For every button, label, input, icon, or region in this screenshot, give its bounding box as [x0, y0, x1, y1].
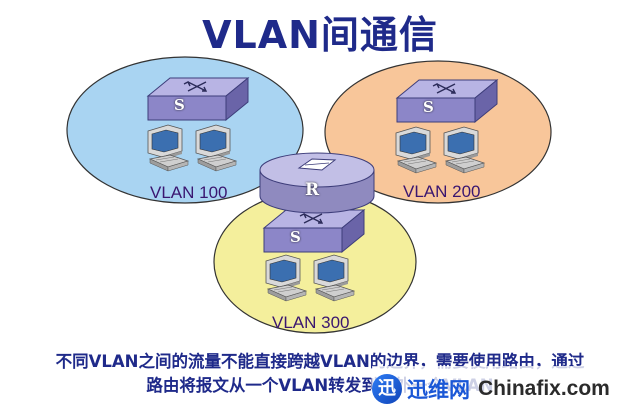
switch-letter: S	[290, 228, 301, 246]
watermark-site: Chinafix.com	[478, 377, 610, 400]
switch-icon	[263, 209, 365, 253]
switch-icon	[396, 79, 498, 123]
switch-letter: S	[174, 96, 185, 114]
switch-icon	[147, 77, 249, 121]
pc-icon	[147, 124, 189, 172]
pc-icon	[265, 254, 307, 302]
watermark: 迅 迅维网 Chinafix.com	[372, 366, 640, 412]
vlan-200-zone	[324, 60, 552, 204]
watermark-brand: 迅维网	[407, 378, 470, 402]
vlan-200-label: VLAN 200	[403, 182, 481, 201]
watermark-logo-icon: 迅	[372, 374, 402, 404]
pc-icon	[313, 254, 355, 302]
pc-icon	[443, 126, 485, 174]
pc-icon	[395, 126, 437, 174]
pc-icon	[195, 124, 237, 172]
vlan-100-zone	[66, 56, 304, 204]
vlan-300-label: VLAN 300	[272, 313, 350, 332]
router-letter: R	[305, 180, 320, 200]
vlan-100-label: VLAN 100	[150, 183, 228, 202]
diagram-title: VLAN间通信	[202, 13, 438, 57]
router-icon	[259, 152, 375, 214]
switch-letter: S	[423, 98, 434, 116]
